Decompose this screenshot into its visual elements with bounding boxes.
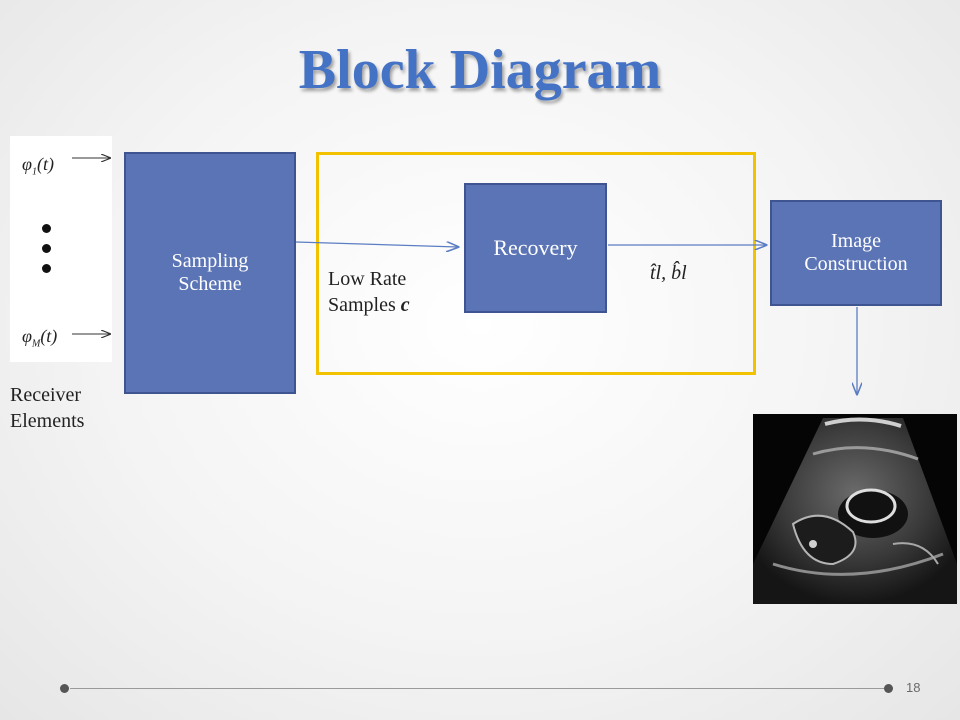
recovery-frame xyxy=(316,152,756,375)
ellipsis-dot xyxy=(42,264,51,273)
recovery-output-label: t̂l, b̂l xyxy=(650,262,687,284)
footer-dot-right xyxy=(884,684,893,693)
ellipsis-dot xyxy=(42,224,51,233)
page-number: 18 xyxy=(906,680,921,695)
recovery-block: Recovery xyxy=(464,183,607,313)
arrow-sampling-to-recovery xyxy=(295,241,458,247)
receiver-label: Receiver Elements xyxy=(10,384,85,432)
signal-phi-1: φ1(t) xyxy=(22,154,54,178)
samples-symbol: c xyxy=(400,294,410,316)
input-signals-panel: φ1(t) φM(t) xyxy=(10,136,112,362)
footer-divider xyxy=(70,688,884,689)
low-rate-samples-label: Low Rate Samples c xyxy=(328,268,410,316)
signal-phi-m: φM(t) xyxy=(22,326,58,350)
ellipsis-dot xyxy=(42,244,51,253)
slide-title: Block Diagram xyxy=(298,39,662,101)
ultrasound-image xyxy=(753,414,957,604)
footer-dot-left xyxy=(60,684,69,693)
